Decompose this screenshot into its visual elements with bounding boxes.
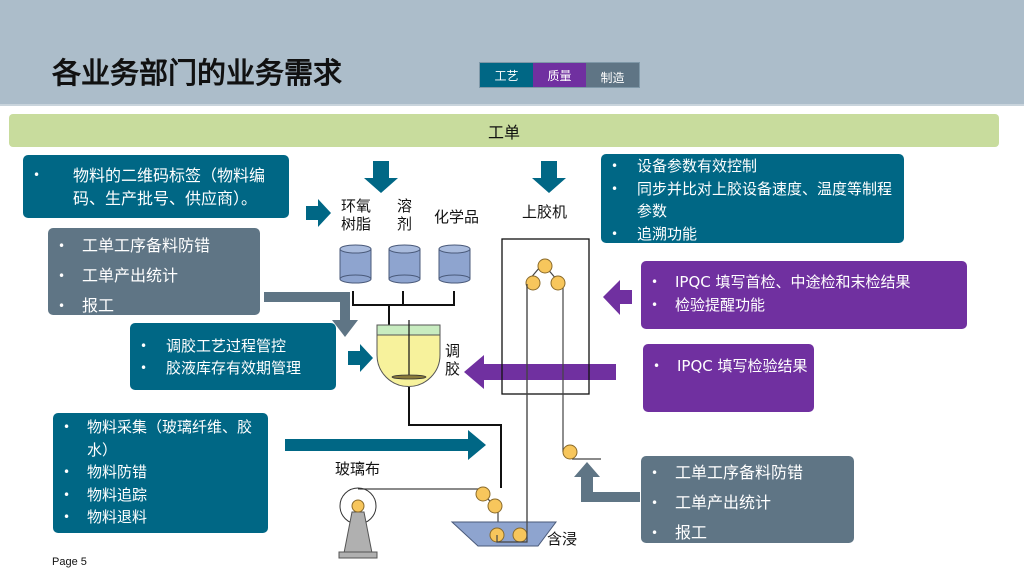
arrow-right-material-icon [285,430,486,460]
list-item: 追溯功能 [601,223,904,246]
tank-epoxy-icon [339,244,372,284]
arrow-right-mix-icon [348,344,373,372]
label-solvent-line1: 溶 [397,197,413,215]
label-solvent-line2: 剂 [397,215,413,233]
workorder-bar: 工单 [9,114,999,147]
mixing-control-list: 调胶工艺过程管控 胶液库存有效期管理 [130,335,336,379]
arrow-down-coater-icon [532,161,566,193]
roller-feed2-icon [487,498,503,514]
ipqc-result-list: IPQC 填写检验结果 [643,355,814,378]
list-item: 报工 [48,291,260,321]
list-item: 同步并比对上胶设备速度、温度等制程参数 [601,178,904,223]
list-item: 物料的二维码标签（物料编码、生产批号、供应商）。 [23,164,283,210]
roller-dip2-icon [512,527,528,543]
list-item: 工单工序备料防错 [641,458,854,488]
list-item: 工单产出统计 [48,261,260,291]
label-epoxy-line2: 树脂 [341,215,372,233]
list-item: 胶液库存有效期管理 [130,357,336,379]
workorder-left-list: 工单工序备料防错 工单产出统计 报工 [48,231,260,321]
list-item: 检验提醒功能 [641,294,967,317]
arrow-left-ipqc2-icon [464,355,616,389]
ipqc-inspection-list: IPQC 填写首检、中途检和末检结果 检验提醒功能 [641,271,967,316]
department-tabs: 工艺 质量 制造 [479,62,640,88]
roller-top-icon [537,258,553,274]
list-item: 物料追踪 [53,484,268,507]
label-coater: 上胶机 [522,203,568,221]
equipment-params-box: 设备参数有效控制 同步并比对上胶设备速度、温度等制程参数 追溯功能 [601,154,904,245]
material-list: 物料采集（玻璃纤维、胶水） 物料防错 物料追踪 物料退料 [53,416,268,529]
arrow-elbow-wo-right-icon [574,462,640,502]
ipqc-inspection-box: IPQC 填写首检、中途检和末检结果 检验提醒功能 [641,261,967,329]
list-item: 报工 [641,518,854,548]
roller-right-icon [550,275,566,291]
workorder-right-list: 工单工序备料防错 工单产出统计 报工 [641,458,854,548]
qr-label-box: 物料的二维码标签（物料编码、生产批号、供应商）。 [23,155,289,218]
page-title: 各业务部门的业务需求 [52,56,343,90]
roller-feed1-icon [475,486,491,502]
tab-quality[interactable]: 质量 [533,63,586,87]
label-mixing: 调 胶 [445,342,460,378]
arrow-right-label-icon [306,199,331,227]
tank-chemical-icon [438,244,471,284]
list-item: 调胶工艺过程管控 [130,335,336,357]
arrow-down-materials-icon [364,161,398,193]
list-item: 物料防错 [53,461,268,484]
glass-cloth-roll-icon [338,487,378,559]
list-item: IPQC 填写检验结果 [643,355,814,378]
roller-exit-icon [562,444,578,460]
tank-piping [352,291,455,325]
mixer-vessel-icon [376,320,441,387]
list-item: IPQC 填写首检、中途检和末检结果 [641,271,967,294]
arrow-elbow-wo-left-icon [264,292,358,337]
label-impregnation: 含浸 [547,530,578,548]
mixing-control-box: 调胶工艺过程管控 胶液库存有效期管理 [130,323,336,390]
mixer-outflow-pipe [408,387,502,488]
ipqc-result-box: IPQC 填写检验结果 [643,344,814,412]
arrow-left-ipqc1-icon [603,280,632,315]
label-mixing-line2: 胶 [445,360,461,378]
equipment-params-list: 设备参数有效控制 同步并比对上胶设备速度、温度等制程参数 追溯功能 [601,155,904,245]
rollers [475,258,578,514]
list-item: 工单产出统计 [641,488,854,518]
tank-solvent-icon [388,244,421,284]
label-solvent: 溶 剂 [397,197,412,233]
list-item: 物料退料 [53,506,268,529]
tab-manufacturing[interactable]: 制造 [586,63,639,87]
tab-process[interactable]: 工艺 [480,63,533,87]
label-epoxy: 环氧 树脂 [341,197,371,233]
label-glass-cloth: 玻璃布 [335,460,381,478]
label-mixing-line1: 调 [445,342,461,360]
header-band: 各业务部门的业务需求 工艺 质量 制造 [0,0,1024,106]
workorder-left-box: 工单工序备料防错 工单产出统计 报工 [48,228,260,321]
coater-frame [501,238,590,395]
roller-left-icon [525,275,541,291]
workorder-right-box: 工单工序备料防错 工单产出统计 报工 [641,456,854,548]
list-item: 工单工序备料防错 [48,231,260,261]
list-item: 设备参数有效控制 [601,155,904,178]
material-box: 物料采集（玻璃纤维、胶水） 物料防错 物料追踪 物料退料 [53,413,268,533]
label-epoxy-line1: 环氧 [341,197,372,215]
page-number: Page 5 [52,556,87,568]
list-item: 物料采集（玻璃纤维、胶水） [53,416,268,461]
label-chemicals: 化学品 [434,208,480,226]
qr-label-list: 物料的二维码标签（物料编码、生产批号、供应商）。 [23,164,283,210]
